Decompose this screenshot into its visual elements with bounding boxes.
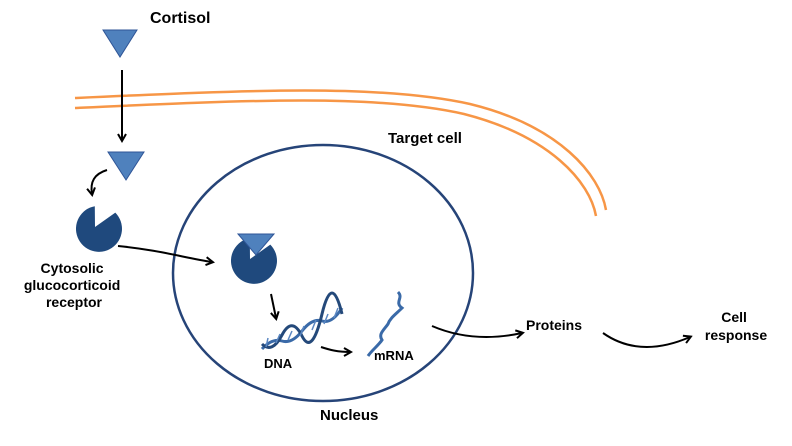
- mrna-strand-icon: [366, 290, 405, 357]
- receptor-complex-icon: [230, 238, 277, 284]
- receptor-label: Cytosolic glucocorticoid receptor: [24, 260, 124, 310]
- mrna-label: mRNA: [374, 348, 414, 363]
- arrow-receptor-to-nucleus: [117, 245, 212, 262]
- cell-membrane: [74, 89, 608, 217]
- nucleus-outline: [171, 143, 475, 403]
- proteins-label: Proteins: [526, 317, 582, 333]
- membrane-inner-line: [74, 99, 598, 217]
- bound-cortisol-icon: [236, 233, 276, 256]
- arrow-proteins-to-response: [602, 332, 690, 348]
- cortisol-molecule-icon: [102, 29, 138, 58]
- arrow-complex-to-dna: [270, 293, 276, 318]
- dna-label: DNA: [264, 356, 293, 371]
- arrow-mrna-to-proteins: [431, 325, 522, 337]
- cytosolic-receptor-icon: [75, 206, 122, 252]
- dna-helix-icon: [260, 291, 344, 351]
- target-cell-label: Target cell: [388, 130, 462, 147]
- nucleus-label: Nucleus: [320, 407, 378, 424]
- membrane-outer-line: [74, 89, 608, 211]
- cortisol-cytoplasm-icon: [107, 151, 145, 181]
- arrow-dna-to-mrna: [320, 346, 350, 352]
- cell-response-label: Cell response: [705, 309, 767, 343]
- arrow-cortisol-to-receptor: [92, 169, 108, 194]
- cortisol-label: Cortisol: [150, 10, 210, 27]
